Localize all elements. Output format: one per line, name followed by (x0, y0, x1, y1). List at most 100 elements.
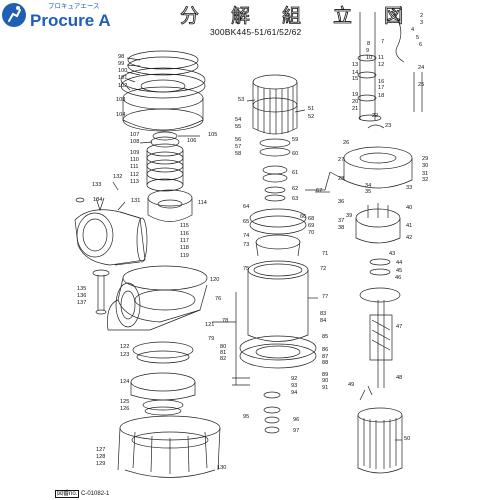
part-callout-42: 42 (406, 235, 412, 241)
part-callout-29: 29 (422, 156, 428, 162)
part-callout-50: 50 (404, 436, 410, 442)
part-callout-126: 126 (120, 406, 129, 412)
part-callout-123: 123 (120, 352, 129, 358)
part-callout-103: 103 (116, 97, 125, 103)
part-callout-72: 72 (320, 266, 326, 272)
part-callout-75: 75 (243, 266, 249, 272)
part-callout-86: 86 (322, 347, 328, 353)
part-callout-95: 95 (243, 414, 249, 420)
part-callout-14: 14 (352, 70, 358, 76)
part-callout-60: 60 (292, 151, 298, 157)
drawing-number-label: 図番no. (55, 490, 80, 498)
part-callout-61: 61 (292, 170, 298, 176)
part-callout-11: 11 (378, 55, 384, 61)
part-callout-76: 76 (215, 296, 221, 302)
part-callout-92: 92 (291, 376, 297, 382)
part-motor-housing (247, 260, 309, 342)
part-callout-28: 28 (338, 176, 344, 182)
part-callout-63: 63 (292, 196, 298, 202)
part-callout-110: 110 (130, 157, 139, 163)
part-callout-21: 21 (352, 106, 358, 112)
part-callout-65: 65 (243, 219, 249, 225)
part-callout-128: 128 (96, 454, 105, 460)
part-callout-112: 112 (130, 172, 139, 178)
part-callout-67: 67 (316, 188, 322, 194)
leader-lines (112, 57, 402, 441)
part-callout-77: 77 (322, 294, 328, 300)
part-callout-133: 133 (92, 182, 101, 188)
part-callout-85: 85 (322, 334, 328, 340)
part-callout-2: 2 (420, 13, 423, 19)
part-callout-115: 115 (180, 223, 189, 229)
part-callout-135: 135 (77, 286, 86, 292)
part-callout-49: 49 (348, 382, 354, 388)
part-callout-34: 34 (365, 183, 371, 189)
part-callout-4: 4 (411, 27, 414, 33)
part-callout-7: 7 (381, 39, 384, 45)
part-callout-125: 125 (120, 399, 129, 405)
part-callout-100: 100 (118, 68, 127, 74)
part-callout-17: 17 (378, 85, 384, 91)
part-callout-23: 23 (385, 123, 391, 129)
part-callout-58: 58 (235, 151, 241, 157)
part-callout-88: 88 (322, 360, 328, 366)
part-pin (329, 171, 346, 181)
part-callout-87: 87 (322, 354, 328, 360)
title-char-2: 解 (231, 5, 250, 27)
part-callout-46: 46 (395, 275, 401, 281)
part-callout-45: 45 (396, 268, 402, 274)
part-callout-134: 134 (93, 197, 102, 203)
part-callout-9: 9 (366, 48, 369, 54)
part-callout-101: 101 (118, 75, 127, 81)
part-callout-31: 31 (422, 171, 428, 177)
part-motor-stator-frame (252, 74, 298, 135)
part-seal-rings (130, 341, 196, 416)
part-stator-winding (357, 385, 403, 474)
part-callout-22: 22 (372, 113, 378, 119)
part-callout-107: 107 (130, 132, 139, 138)
part-rotor-shaft (369, 300, 393, 388)
logo-name-text: Procure A (30, 11, 111, 30)
part-callout-6: 6 (419, 42, 422, 48)
part-callout-119: 119 (180, 253, 189, 259)
part-callout-20: 20 (352, 99, 358, 105)
part-callout-47: 47 (396, 324, 402, 330)
part-bearing-stack (146, 131, 184, 192)
part-callout-8: 8 (367, 41, 370, 47)
part-callout-16: 16 (378, 79, 384, 85)
part-callout-113: 113 (130, 179, 139, 185)
part-callout-51: 51 (308, 106, 314, 112)
part-callout-39: 39 (346, 213, 352, 219)
part-shaft-seals (263, 391, 281, 434)
part-callout-73: 73 (243, 242, 249, 248)
part-callout-3: 3 (420, 20, 423, 26)
part-callout-114: 114 (198, 200, 207, 206)
part-callout-89: 89 (322, 372, 328, 378)
part-callout-43: 43 (389, 251, 395, 257)
title-char-3: 組 (282, 5, 301, 27)
part-callout-129: 129 (96, 461, 105, 467)
part-callout-94: 94 (291, 390, 297, 396)
part-callout-130: 130 (217, 465, 226, 471)
procure-a-logo: プロキュアエース Procure A (2, 2, 111, 30)
part-callout-33: 33 (406, 185, 412, 191)
logo-runner-head (16, 6, 20, 10)
part-callout-71: 71 (322, 251, 328, 257)
part-callout-102: 102 (118, 83, 127, 89)
part-callout-5: 5 (416, 35, 419, 41)
part-callout-59: 59 (292, 137, 298, 143)
part-callout-36: 36 (338, 199, 344, 205)
title-char-1: 分 (180, 5, 199, 27)
part-callout-48: 48 (396, 375, 402, 381)
part-callout-116: 116 (180, 231, 189, 237)
part-discharge-elbow (74, 197, 148, 266)
part-callout-90: 90 (322, 378, 328, 384)
part-callout-64: 64 (243, 204, 249, 210)
part-callout-69: 69 (308, 223, 314, 229)
part-callout-124: 124 (120, 379, 129, 385)
part-callout-91: 91 (322, 385, 328, 391)
part-callout-111: 111 (130, 164, 139, 170)
part-callout-80: 80 (220, 344, 226, 350)
part-volute-casing (92, 265, 208, 331)
